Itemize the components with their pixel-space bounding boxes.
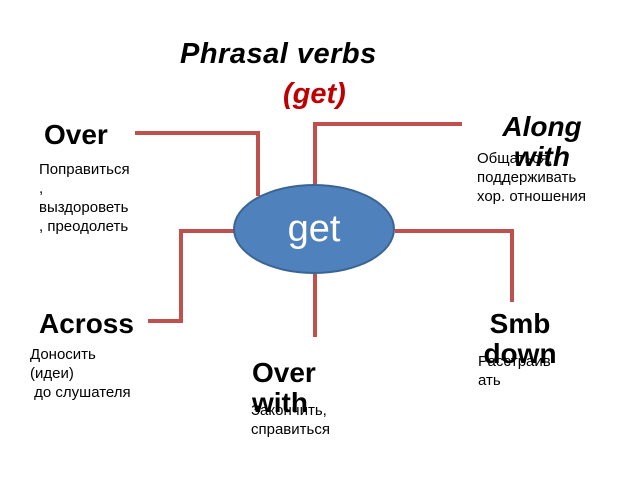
- branch-over-meaning: Поправиться , выздороветь , преодолеть: [39, 160, 130, 236]
- meaning-line: ,: [39, 180, 44, 197]
- center-ellipse: [233, 184, 395, 274]
- meaning-line: Поправиться: [39, 161, 130, 178]
- branch-along-with-label: Along with: [502, 111, 582, 172]
- branch-across-label: Across: [39, 308, 134, 339]
- connector-group: [135, 122, 514, 337]
- center-label: get: [287, 207, 341, 250]
- title-line-1: Phrasal verbs: [180, 38, 377, 70]
- connector-over: [135, 131, 260, 196]
- branch-across-meaning: Доносить (идеи) до слушателя: [30, 345, 131, 402]
- meaning-line: до слушателя: [30, 384, 131, 401]
- meaning-line: ать: [478, 372, 501, 389]
- meaning-line: Доносить: [30, 346, 96, 363]
- meaning-line: поддерживать: [477, 169, 577, 186]
- branch-over-with-meaning: Закончить, справиться: [251, 401, 330, 439]
- branch-over-with-label: Over with: [252, 357, 316, 418]
- meaning-line: Общаться,: [477, 150, 553, 167]
- meaning-line: Закончить,: [251, 402, 327, 419]
- meaning-line: (идеи): [30, 365, 74, 382]
- title-line-2: (get): [283, 78, 346, 110]
- branch-smb-down-label: Smb down: [483, 308, 557, 369]
- meaning-line: хор. отношения: [477, 188, 587, 205]
- meaning-line: справиться: [251, 421, 330, 438]
- connector-across: [148, 229, 235, 323]
- meaning-line: выздороветь: [39, 199, 129, 216]
- connector-along-with: [313, 122, 462, 184]
- branch-along-with-meaning: Общаться, поддерживать хор. отношения: [477, 149, 586, 206]
- meaning-line: , преодолеть: [39, 218, 129, 235]
- branch-smb-down-meaning: Расстраив ать: [478, 352, 551, 390]
- meaning-line: Расстраив: [478, 353, 551, 370]
- branch-over-label: Over: [44, 119, 108, 150]
- connector-smb-down: [395, 229, 514, 302]
